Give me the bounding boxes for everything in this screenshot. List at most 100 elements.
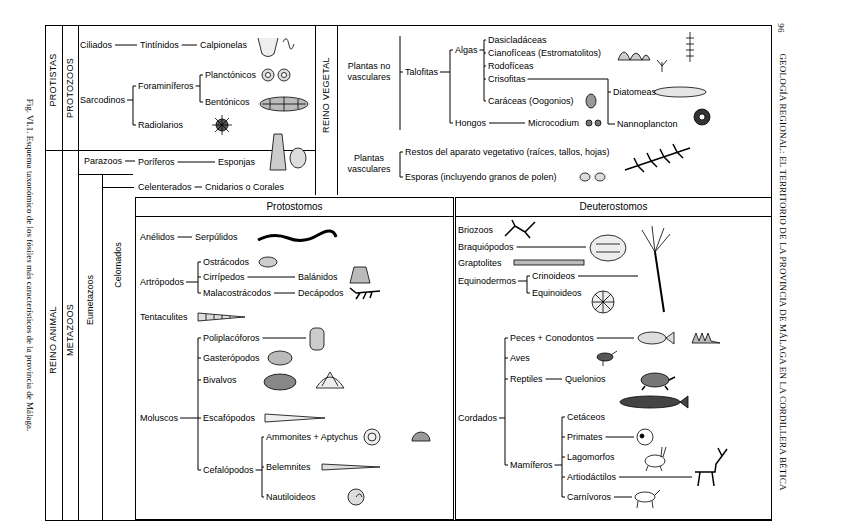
foraminifer [262,97,306,111]
panel-heading: Protostomos [136,198,453,217]
rank-label: GEOLOGÍA REGIONAL: EL TERRITORIO DE LA P… [777,53,788,490]
turtle [641,373,669,387]
taxon-label: Gasterópodos [203,353,260,364]
rank-label: REINO VEGETAL [321,57,332,133]
bird [603,351,617,366]
tree-line [200,75,201,102]
taxon-label: Belemnites [266,462,311,473]
taxon-label: Restos del aparato vegetativo (raíces, t… [405,147,610,158]
tree-line [178,237,192,238]
tree-line [505,338,506,465]
nautiloid [356,494,362,497]
tree-line [527,276,528,293]
echinoid [592,291,614,313]
foraminifer [282,73,287,78]
taxon-label: Equinoideos [532,288,582,299]
echinoid [592,291,614,313]
crinoid [655,252,664,312]
nannoplankton [694,109,710,125]
whale [680,396,688,408]
tree-line [274,293,295,294]
dasyclad [686,32,694,62]
taxon-label: Plantas no vasculares [341,61,397,83]
hare [646,447,666,471]
tree-line [608,124,615,125]
taxon-label: Cnidarios o Corales [205,182,284,193]
tree-line [198,338,199,470]
taxon-label: Esporas (incluyendo granos de polen) [405,172,557,183]
fossil-drawings [198,32,727,508]
tree-line [608,79,609,124]
taxon-label: Bivalvos [203,375,237,386]
outer-frame [46,26,772,521]
tree-line [180,418,198,419]
band-line [102,174,103,520]
tree-line [186,282,198,283]
band-line [315,25,316,195]
taxon-label: Cianofíceas (Estromatolitos) [488,48,601,59]
hare [645,455,665,467]
tree-line [182,45,197,46]
taxon-label: Cirrípedos [203,272,245,283]
panel-heading: Deuterostomos [456,198,771,217]
taxon-label: Balánidos [298,272,338,283]
bird [597,353,613,361]
taxon-label: Serpúlidos [195,232,238,243]
tree-line [480,50,484,51]
band-line [337,25,338,195]
tree-line [198,262,199,293]
taxon-label: Malacostrácodos [203,288,271,299]
belemnite [322,464,380,470]
taxon-label: Ostrácodos [203,257,249,268]
tree-line [562,417,563,497]
tree-line [606,437,634,438]
taxon-label: Plantas vasculares [341,153,397,175]
taxon-label: Radiolarios [138,120,183,131]
bryozoan [505,220,535,238]
taxon-label: Graptolites [458,258,502,269]
taxon-label: Equinodermos [458,276,516,287]
red-alga [657,60,667,72]
taxon-label: Bentónicos [205,97,250,108]
band-line [78,174,133,175]
tree-line [450,50,451,123]
taxon-label: Rodofíceas [488,61,534,72]
taxon-label: Parazoos [84,156,122,167]
foraminifer [266,73,271,78]
brachiopod [590,235,626,261]
tree-line [518,281,527,282]
tree-line [133,86,134,125]
oogonium [586,94,596,108]
tree-line [127,100,133,101]
taxon-label: Esponjas [218,157,255,168]
gastropod [268,351,292,365]
taxon-label: Cefalópodos [203,465,254,476]
bivalve [316,372,344,388]
fish [666,332,674,344]
tree-line [546,379,562,380]
taxon-label: Celenterados [138,182,192,193]
taxon-label: Decápodos [298,288,344,299]
tree-line [248,277,295,278]
tree-line [517,247,586,248]
tree-line [440,72,450,73]
taxon-label: Crisofitas [488,74,526,85]
rank-label: Celomados [113,242,124,288]
tree-line [103,187,134,188]
taxon-label: Talofitas [405,67,438,78]
rank-label: PROTOZOOS [65,58,76,118]
taxon-label: Anélidos [140,232,175,243]
taxon-label: Poríferos [138,157,175,168]
foraminifer [262,69,274,81]
tree-line [484,40,485,101]
stromatolite [618,52,650,60]
taxon-label: Foraminíferos [138,81,194,92]
figure-caption: Fig. VI.1. Esquema taxonómico de los fós… [25,99,35,432]
tree-line [263,338,306,339]
taxon-label: Cetáceos [567,412,605,423]
taxon-label: Mamíferos [510,460,553,471]
taxon-label: Carnívoros [567,492,611,503]
ostracod [259,257,277,267]
taxon-label: Crinoideos [532,271,575,282]
taxon-label: Braquiópodos [458,242,514,253]
